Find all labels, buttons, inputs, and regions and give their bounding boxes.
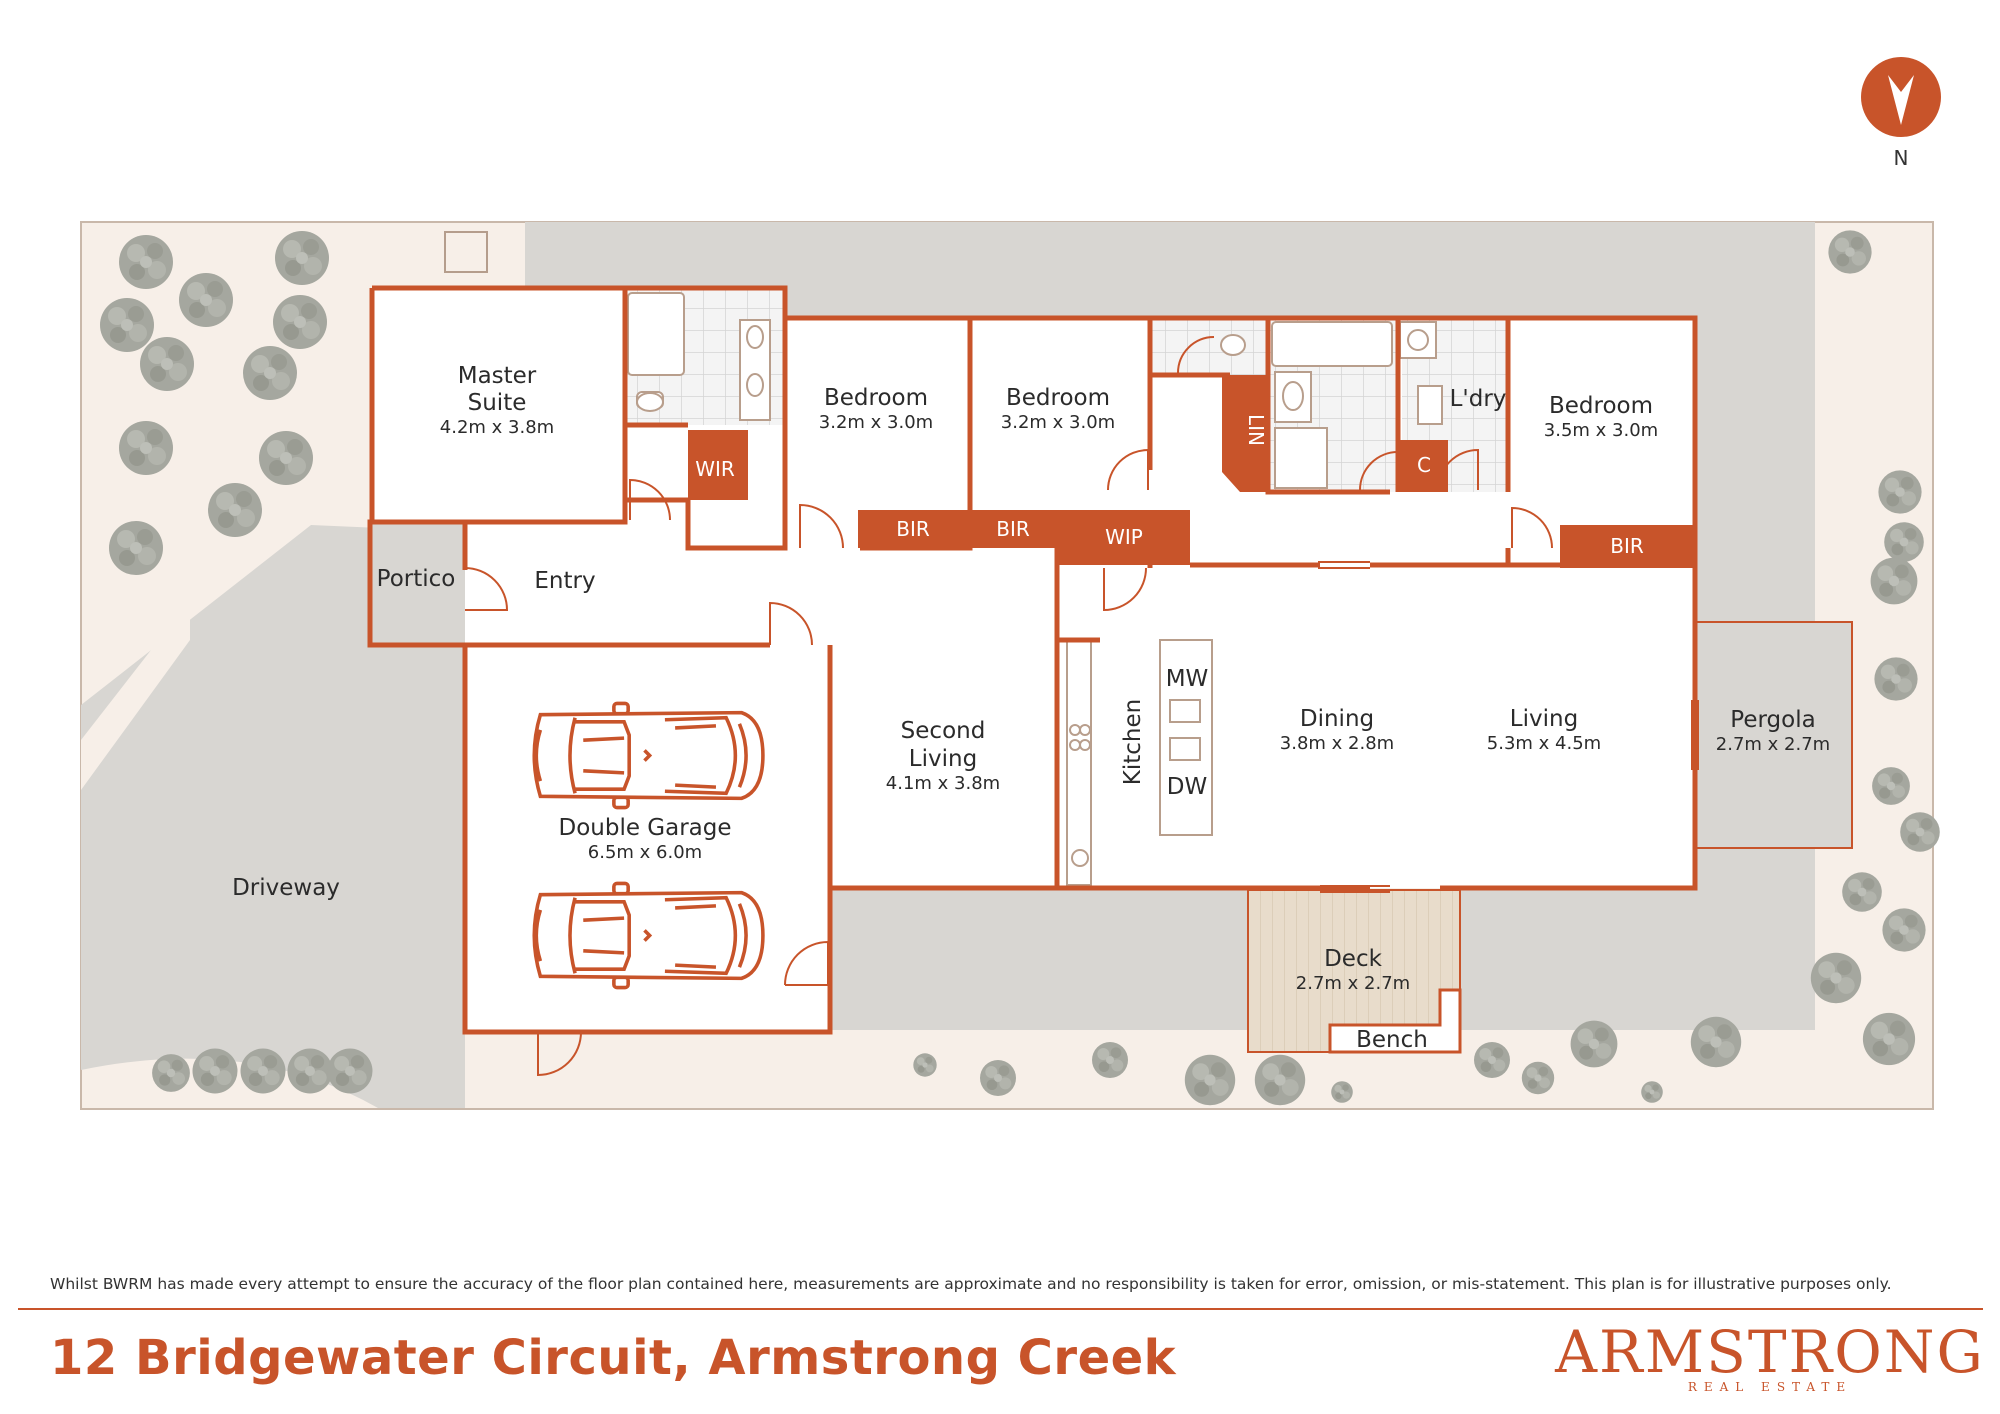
disclaimer: Whilst BWRM has made every attempt to en…	[50, 1275, 1892, 1293]
double-garage-label: Double Garage	[558, 815, 731, 841]
brand-subtitle: REAL ESTATE	[1687, 1380, 1853, 1394]
bench-label: Bench	[1356, 1027, 1428, 1053]
fixtures	[627, 292, 1443, 886]
second-living-label-2: Living	[909, 746, 977, 772]
wip-label: WIP	[1105, 525, 1143, 549]
north-label: N	[1894, 146, 1909, 170]
laundry-label: L'dry	[1450, 386, 1507, 412]
bir-label-2: BIR	[996, 517, 1030, 541]
c-block	[1400, 440, 1448, 492]
mw-label: MW	[1166, 666, 1209, 692]
bir-label-3: BIR	[1610, 534, 1644, 558]
dining-label: Dining	[1300, 706, 1374, 732]
second-living-dims: 4.1m x 3.8m	[886, 773, 1000, 794]
brand-logo: ARMSTRONG REAL ESTATE	[1555, 1320, 1985, 1394]
bir-block-3	[1560, 525, 1695, 568]
bir-block-1	[858, 510, 970, 548]
dw-label: DW	[1167, 774, 1207, 800]
master-suite-dims: 4.2m x 3.8m	[440, 417, 554, 438]
pergola-area	[1691, 621, 1853, 849]
bedroom-3-dims: 3.2m x 3.0m	[1001, 412, 1115, 433]
bedroom-2-dims: 3.2m x 3.0m	[819, 412, 933, 433]
doors	[464, 336, 1699, 1077]
portico-floor	[370, 522, 465, 645]
deck-dims: 2.7m x 2.7m	[1296, 973, 1410, 994]
property-address: 12 Bridgewater Circuit, Armstrong Creek	[50, 1330, 1177, 1386]
bir-label-1: BIR	[896, 517, 930, 541]
wir-label: WIR	[695, 457, 735, 481]
second-living-label: Second	[901, 718, 986, 744]
pergola-dims: 2.7m x 2.7m	[1716, 734, 1830, 755]
master-suite-label: Master	[458, 363, 537, 389]
bedroom-4-dims: 3.5m x 3.0m	[1544, 420, 1658, 441]
pergola-label: Pergola	[1730, 707, 1815, 733]
double-garage-dims: 6.5m x 6.0m	[588, 842, 702, 863]
driveway-label: Driveway	[232, 875, 340, 901]
dining-dims: 3.8m x 2.8m	[1280, 733, 1394, 754]
pit	[444, 231, 488, 273]
bedroom-3-label: Bedroom	[1006, 385, 1110, 411]
north-arrow-icon	[1861, 57, 1941, 137]
bedroom-2-label: Bedroom	[824, 385, 928, 411]
wc-tiles	[1152, 320, 1270, 375]
wip-block	[1057, 510, 1190, 565]
bench-outline	[1328, 988, 1462, 1054]
deck-label: Deck	[1324, 946, 1383, 972]
c-label: C	[1417, 453, 1431, 477]
entry-label: Entry	[534, 568, 595, 594]
storage-blocks	[688, 375, 1695, 568]
living-dims: 5.3m x 4.5m	[1487, 733, 1601, 754]
wir-block	[688, 430, 748, 500]
bedroom-4-label: Bedroom	[1549, 393, 1653, 419]
living-label: Living	[1510, 706, 1578, 732]
footer-divider	[18, 1308, 1983, 1310]
lin-label: LIN	[1244, 414, 1268, 446]
brand-name: ARMSTRONG	[1555, 1318, 1985, 1386]
driveway-paving	[81, 525, 465, 1108]
lin-block	[1222, 375, 1268, 492]
master-suite-label-2: Suite	[468, 390, 527, 416]
kitchen-label: Kitchen	[1120, 699, 1146, 785]
bir-block-2	[970, 510, 1057, 548]
portico-label: Portico	[377, 566, 456, 592]
